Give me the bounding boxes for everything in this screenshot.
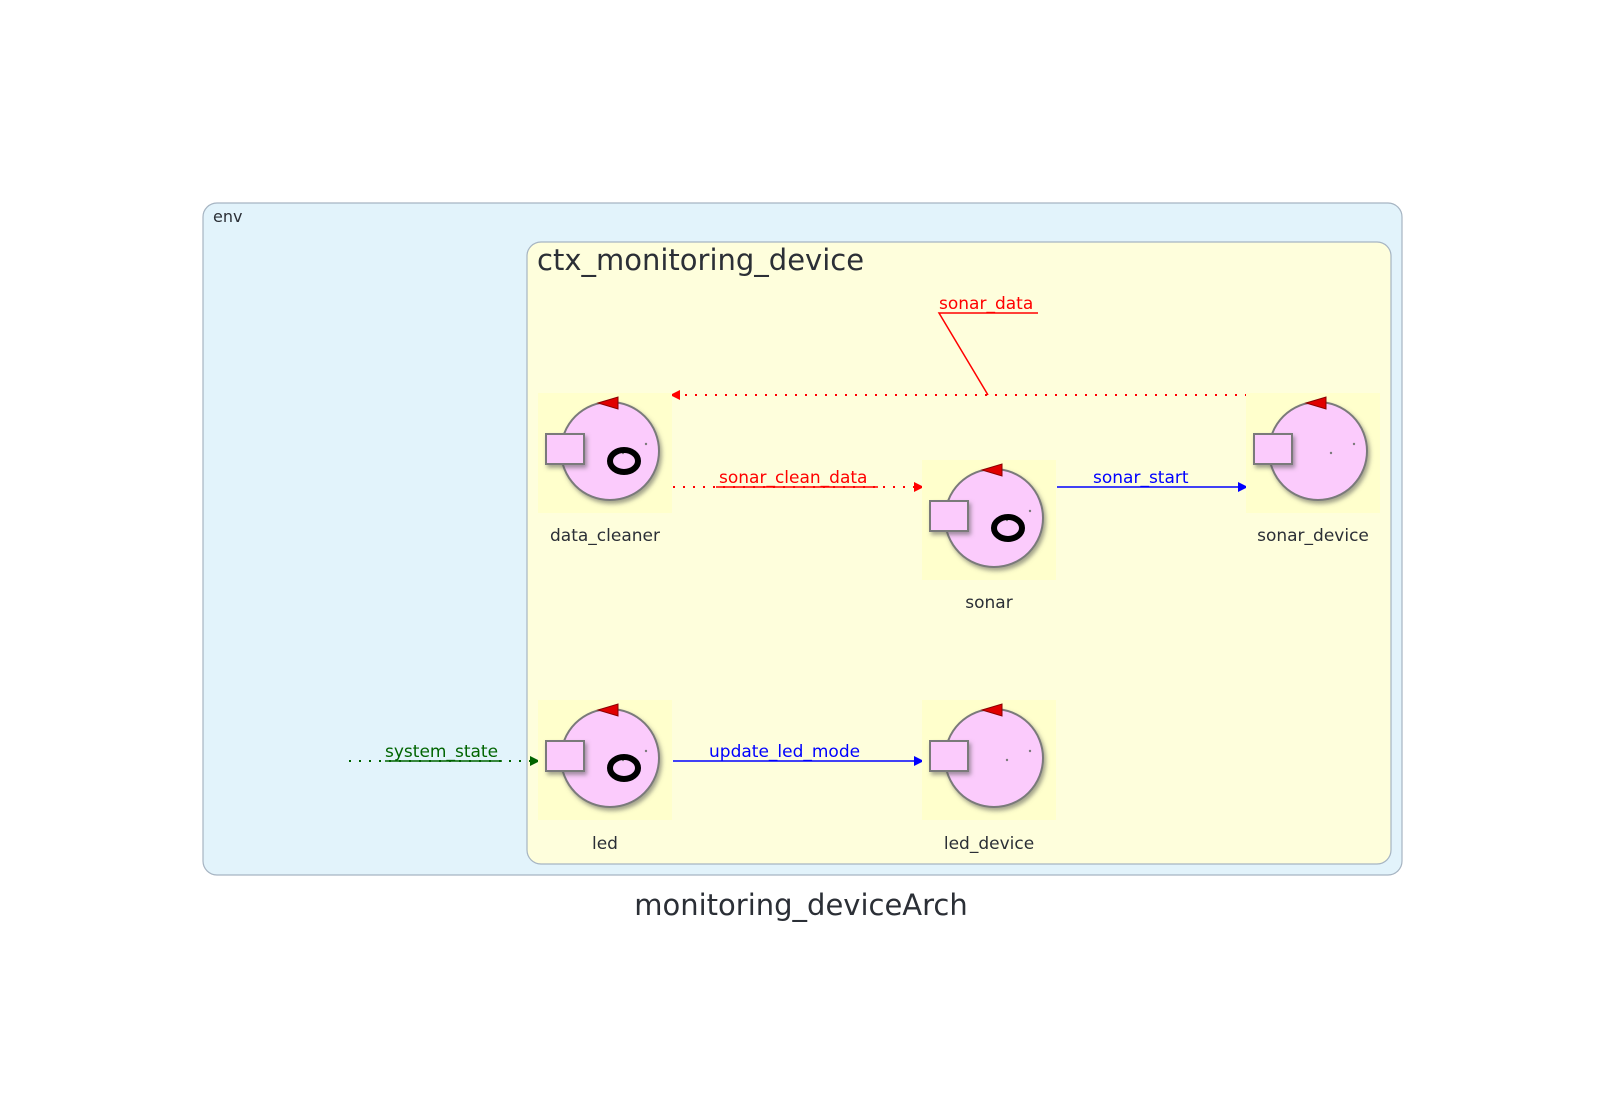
actor-icon xyxy=(1246,393,1380,513)
edge-sonar-start: sonar_start xyxy=(1057,468,1248,492)
node-label-sonar-device: sonar_device xyxy=(1257,526,1369,546)
node-led-device[interactable]: led_device xyxy=(922,700,1056,854)
edge-sonar-data: sonar_data xyxy=(670,294,1247,400)
context-cluster-label: ctx_monitoring_device xyxy=(537,243,864,277)
actor-icon xyxy=(538,393,672,513)
node-sonar-device[interactable]: sonar_device xyxy=(1246,393,1380,546)
sonar-data-label: sonar_data xyxy=(939,294,1033,314)
sonar-data-label-leader xyxy=(937,312,1038,396)
node-sonar[interactable]: sonar xyxy=(922,460,1056,613)
node-data-cleaner[interactable]: data_cleaner xyxy=(538,393,672,546)
system-state-label: system_state xyxy=(385,742,498,762)
node-label-led-device: led_device xyxy=(944,834,1034,854)
actor-icon xyxy=(538,700,672,820)
node-label-data-cleaner: data_cleaner xyxy=(550,526,660,546)
diagram-title: monitoring_deviceArch xyxy=(634,888,968,922)
env-cluster-label: env xyxy=(213,207,242,226)
node-led[interactable]: led xyxy=(538,700,672,854)
node-label-led: led xyxy=(592,834,618,854)
actor-icon xyxy=(922,700,1056,820)
node-label-sonar: sonar xyxy=(965,593,1012,613)
edge-update-led-mode: update_led_mode xyxy=(673,742,924,766)
actor-icon xyxy=(922,460,1056,580)
sonar-clean-data-label: sonar_clean_data xyxy=(719,468,867,488)
edge-system-state: system_state xyxy=(349,742,540,766)
edge-sonar-clean-data: sonar_clean_data xyxy=(673,468,924,492)
sonar-start-label: sonar_start xyxy=(1093,468,1189,488)
update-led-mode-label: update_led_mode xyxy=(709,742,860,762)
